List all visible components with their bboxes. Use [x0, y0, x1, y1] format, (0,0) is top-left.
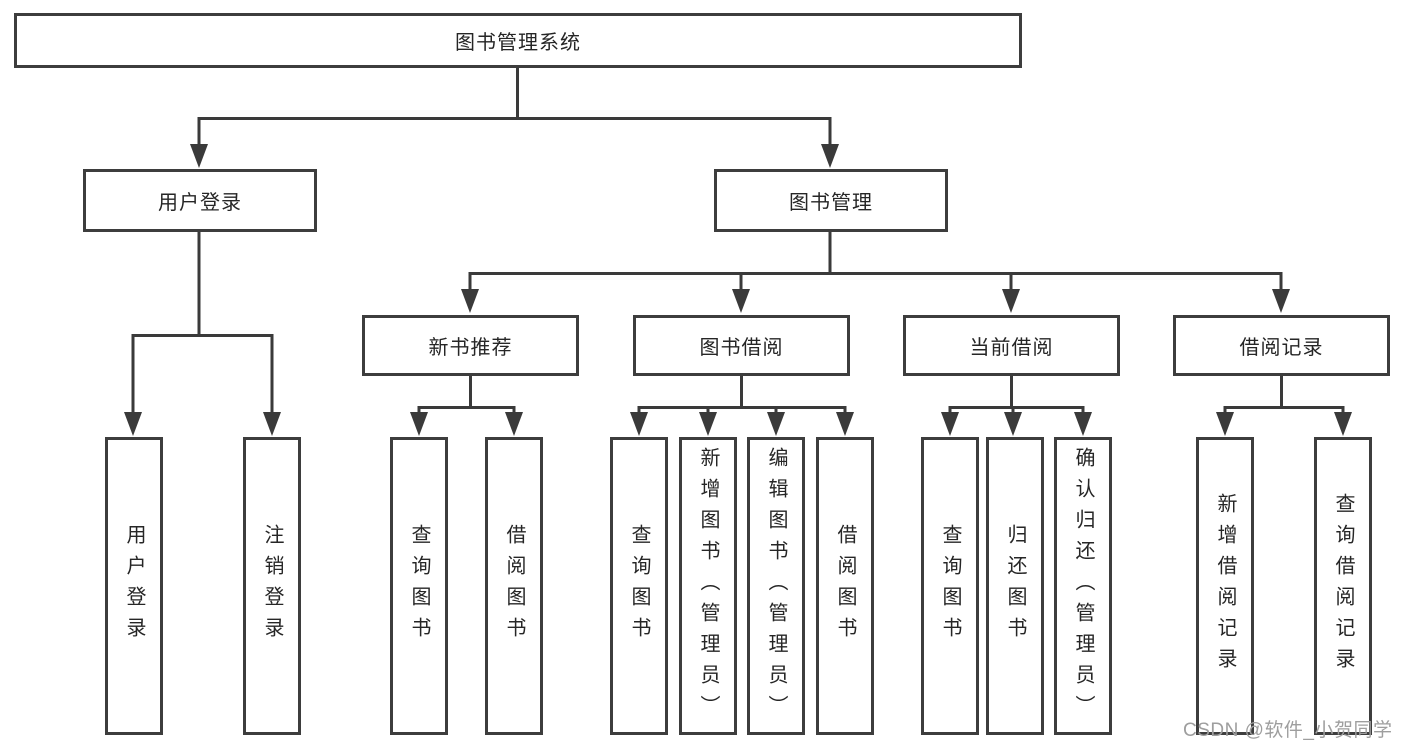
leaf-borrow-books-recommend-label: 借阅图书 [503, 524, 525, 648]
leaf-user-login: 用户登录 [105, 437, 163, 735]
node-user-login-label: 用户登录 [158, 192, 242, 214]
leaf-borrow-books-recommend: 借阅图书 [485, 437, 543, 735]
root-node-label: 图书管理系统 [455, 32, 581, 54]
leaf-return-books: 归还图书 [986, 437, 1044, 735]
leaf-add-borrow-record-label: 新增借阅记录 [1214, 493, 1236, 679]
leaf-borrow-books-label: 借阅图书 [834, 524, 856, 648]
node-current-borrowing-label: 当前借阅 [969, 337, 1054, 359]
node-book-borrowing-label: 图书借阅 [699, 337, 784, 359]
leaf-query-borrow-record: 查询借阅记录 [1314, 437, 1372, 735]
leaf-borrow-books: 借阅图书 [816, 437, 874, 735]
leaf-edit-books-admin: 编辑图书（管理员） [747, 437, 805, 735]
leaf-query-books-borrowing-label: 查询图书 [628, 524, 650, 648]
node-borrow-records-label: 借阅记录 [1239, 337, 1324, 359]
leaf-add-borrow-record: 新增借阅记录 [1196, 437, 1254, 735]
leaf-return-books-label: 归还图书 [1004, 524, 1026, 648]
watermark: CSDN @软件_小贺同学 [1183, 720, 1393, 741]
node-user-login: 用户登录 [83, 169, 317, 232]
node-current-borrowing: 当前借阅 [903, 315, 1120, 376]
node-new-book-recommend-label: 新书推荐 [428, 337, 513, 359]
leaf-query-books-current: 查询图书 [921, 437, 979, 735]
leaf-add-books-admin: 新增图书（管理员） [679, 437, 737, 735]
leaf-query-books-borrowing: 查询图书 [610, 437, 668, 735]
leaf-confirm-return-admin: 确认归还（管理员） [1054, 437, 1112, 735]
leaf-edit-books-admin-label: 编辑图书（管理员） [765, 446, 787, 726]
leaf-query-books-recommend: 查询图书 [390, 437, 448, 735]
node-new-book-recommend: 新书推荐 [362, 315, 579, 376]
leaf-confirm-return-admin-label: 确认归还（管理员） [1072, 446, 1094, 726]
leaf-add-books-admin-label: 新增图书（管理员） [697, 446, 719, 726]
leaf-query-borrow-record-label: 查询借阅记录 [1332, 493, 1354, 679]
leaf-user-login-label: 用户登录 [123, 524, 145, 648]
node-book-management-label: 图书管理 [789, 192, 873, 214]
root-node: 图书管理系统 [14, 13, 1022, 68]
leaf-query-books-current-label: 查询图书 [939, 524, 961, 648]
leaf-logout-label: 注销登录 [261, 524, 283, 648]
leaf-logout: 注销登录 [243, 437, 301, 735]
node-book-management: 图书管理 [714, 169, 948, 232]
node-borrow-records: 借阅记录 [1173, 315, 1390, 376]
node-book-borrowing: 图书借阅 [633, 315, 850, 376]
leaf-query-books-recommend-label: 查询图书 [408, 524, 430, 648]
